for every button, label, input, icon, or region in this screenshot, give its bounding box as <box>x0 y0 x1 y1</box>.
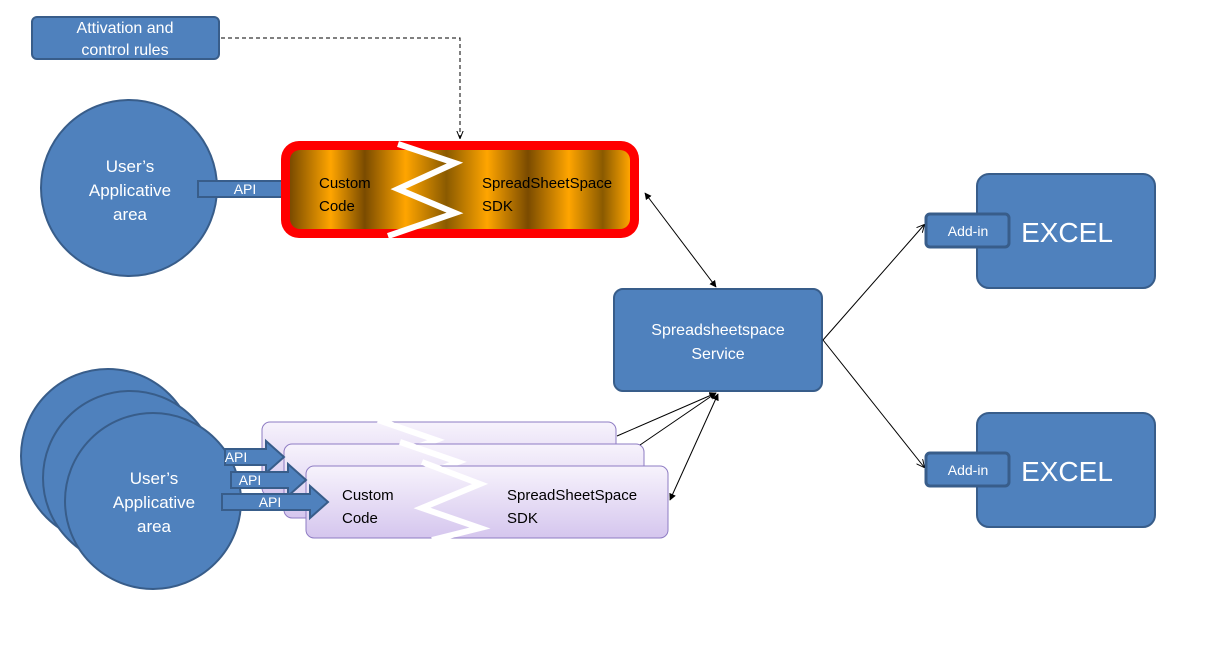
bottom-service-connector-3 <box>669 393 719 501</box>
bottom-api-label-1: API <box>225 449 248 465</box>
bottom-user-line-1: User’s <box>130 469 179 488</box>
bottom-api-label-2: API <box>239 472 262 488</box>
top-user-line-2: Applicative <box>89 181 171 200</box>
bottom-service-connector-1 <box>616 392 717 437</box>
rules-line-2: control rules <box>81 42 168 59</box>
bottom-sdk-line-2: SDK <box>507 510 538 527</box>
bottom-user-line-3: area <box>137 517 172 536</box>
top-api-label: API <box>234 181 257 197</box>
bottom-custom-line-1: Custom <box>342 487 394 504</box>
excel-bottom-addin: Add-in <box>948 462 988 478</box>
rules-connector <box>221 37 460 138</box>
excel-top: EXCEL Add-in <box>924 173 1156 289</box>
top-custom-line-1: Custom <box>319 175 371 192</box>
excel-bottom: EXCEL Add-in <box>924 412 1156 528</box>
top-service-connector <box>644 192 717 288</box>
bottom-sdk-stack: Custom Code SpreadSheetSpace SDK <box>261 417 669 543</box>
rules-line-1: Attivation and <box>77 20 174 37</box>
bottom-custom-line-2: Code <box>342 510 378 527</box>
service-line-2: Service <box>691 346 744 363</box>
top-user-line-3: area <box>113 205 148 224</box>
service-excel-bottom-connector <box>822 339 924 467</box>
top-sdk-line-1: SpreadSheetSpace <box>482 175 612 192</box>
bottom-user-area: User’s Applicative area <box>20 368 242 590</box>
top-sdk-component: Custom Code SpreadSheetSpace SDK <box>281 141 639 239</box>
top-api-arrow: API <box>197 170 306 208</box>
service-line-1: Spreadsheetspace <box>651 322 785 339</box>
excel-top-label: EXCEL <box>1021 217 1113 248</box>
top-user-line-1: User’s <box>106 157 155 176</box>
bottom-zigzag <box>413 459 491 543</box>
excel-bottom-label: EXCEL <box>1021 456 1113 487</box>
rules-box: Attivation and control rules <box>31 16 220 60</box>
bottom-api-arrow-1: API <box>224 438 286 476</box>
bottom-api-label-3: API <box>259 494 282 510</box>
service-box: Spreadsheetspace Service <box>613 288 823 392</box>
top-sdk-line-2: SDK <box>482 198 513 215</box>
excel-top-addin: Add-in <box>948 223 988 239</box>
bottom-sdk-line-1: SpreadSheetSpace <box>507 487 637 504</box>
bottom-user-line-2: Applicative <box>113 493 195 512</box>
bottom-api-arrow-3: API <box>221 483 330 521</box>
bottom-service-connector-2 <box>639 392 717 446</box>
bottom-api-arrow-2: API <box>230 461 308 499</box>
top-custom-line-2: Code <box>319 198 355 215</box>
top-zigzag <box>387 141 464 239</box>
service-excel-top-connector <box>822 225 924 341</box>
top-user-area: User’s Applicative area <box>40 99 218 277</box>
